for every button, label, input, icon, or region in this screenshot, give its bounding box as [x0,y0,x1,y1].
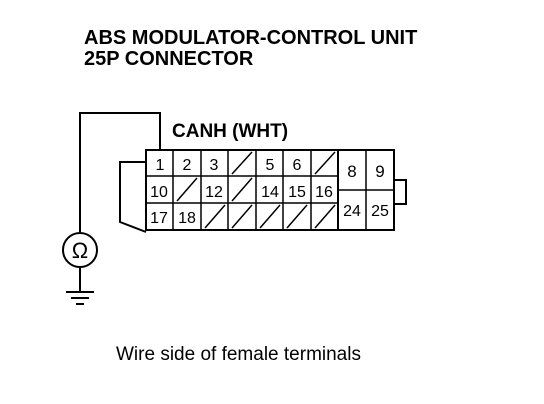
pin-5: 5 [266,157,275,174]
pin-1: 1 [156,157,165,174]
pin-14: 14 [261,184,279,201]
connector-lock-tab [394,179,407,205]
pin-16: 16 [315,184,333,201]
ohmmeter-symbol: Ω [72,238,88,263]
diagram-caption: Wire side of female terminals [116,344,361,365]
pin-3: 3 [210,157,219,174]
empty-cavity-marks [176,151,336,229]
pin-25: 25 [371,203,389,220]
pin-label: CANH (WHT) [172,121,288,142]
pin-12: 12 [205,184,223,201]
pin-24: 24 [343,203,361,220]
pin-18: 18 [178,210,196,227]
pin-8: 8 [347,162,356,181]
title-line-1: ABS MODULATOR-CONTROL UNIT [84,27,418,49]
title-line-2: 25P CONNECTOR [84,48,254,70]
connector-hood [119,161,147,233]
pin-15: 15 [288,184,306,201]
column-dividers [172,150,312,230]
pin-2: 2 [183,157,192,174]
pin-numbers: 1 2 3 5 6 10 12 14 15 16 17 18 8 9 24 25 [150,157,389,227]
pin-17: 17 [150,210,168,227]
diagram-title: ABS MODULATOR-CONTROL UNIT 25P CONNECTOR [84,28,417,70]
pin-10: 10 [150,184,168,201]
pin-9: 9 [375,162,384,181]
probe-wire [79,112,161,232]
pin-6: 6 [293,157,302,174]
ohmmeter-icon [62,232,98,268]
